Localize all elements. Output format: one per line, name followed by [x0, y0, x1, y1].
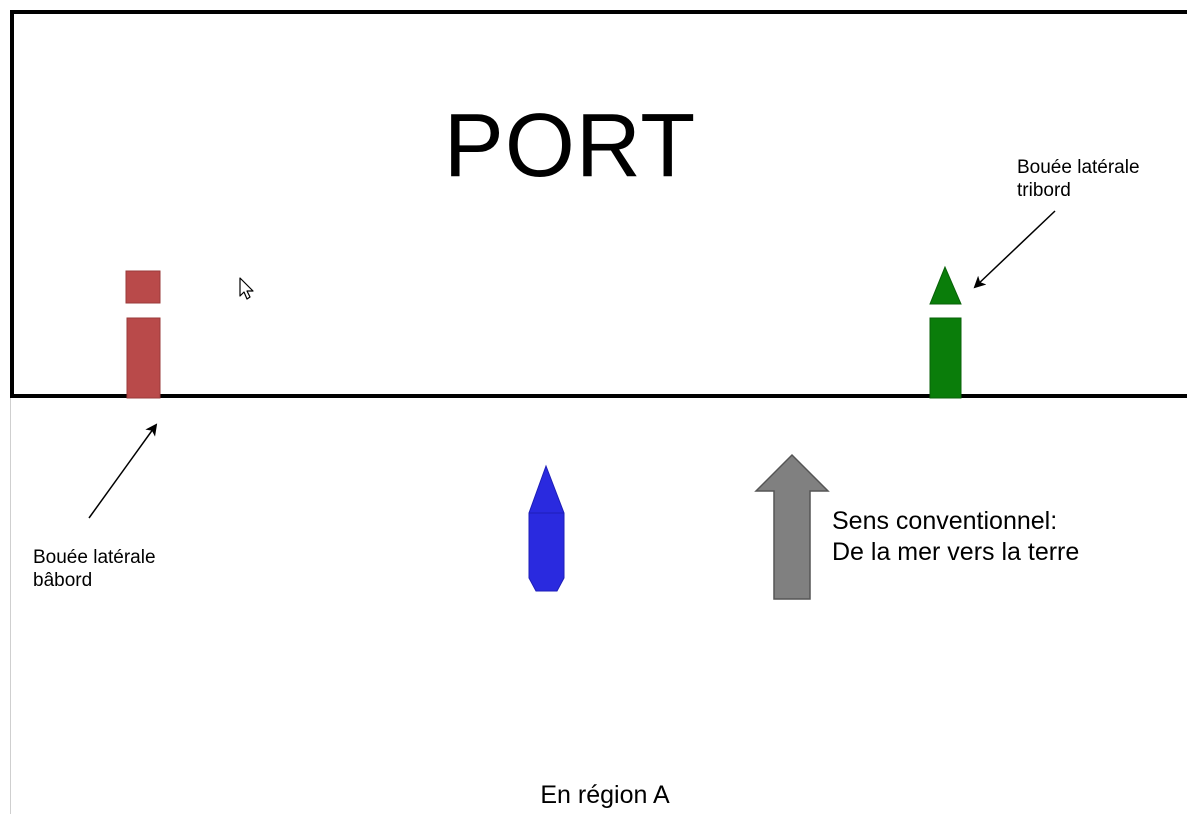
up-arrow-icon	[754, 453, 830, 600]
starboard-label-arrow	[973, 210, 1056, 289]
starboard-label-line-1: Bouée latérale	[1017, 157, 1140, 178]
port-area	[10, 10, 1187, 398]
starboard-buoy-label: Bouée latérale tribord	[1017, 156, 1177, 202]
starboard-buoy-topmark	[929, 265, 962, 305]
port-label-line-1: Bouée latérale	[33, 547, 156, 568]
port-title: PORT	[443, 96, 697, 196]
sea-boundary-line	[10, 398, 11, 814]
port-buoy-topmark	[125, 270, 161, 304]
port-buoy-label: Bouée latérale bâbord	[33, 546, 193, 592]
boat-icon	[528, 464, 565, 592]
region-label: En région A	[540, 781, 670, 809]
port-side-buoy	[125, 270, 161, 399]
port-label-line-2: bâbord	[33, 570, 93, 591]
direction-label: Sens conventionnel: De la mer vers la te…	[832, 506, 1172, 568]
starboard-buoy	[929, 265, 962, 399]
port-label-arrow	[88, 423, 158, 519]
mouse-pointer-icon	[239, 277, 254, 300]
starboard-buoy-body	[929, 317, 962, 399]
starboard-label-line-2: tribord	[1017, 180, 1071, 201]
direction-label-line-1: Sens conventionnel:	[832, 507, 1058, 535]
direction-label-line-2: De la mer vers la terre	[832, 538, 1080, 566]
port-buoy-body	[126, 317, 161, 399]
